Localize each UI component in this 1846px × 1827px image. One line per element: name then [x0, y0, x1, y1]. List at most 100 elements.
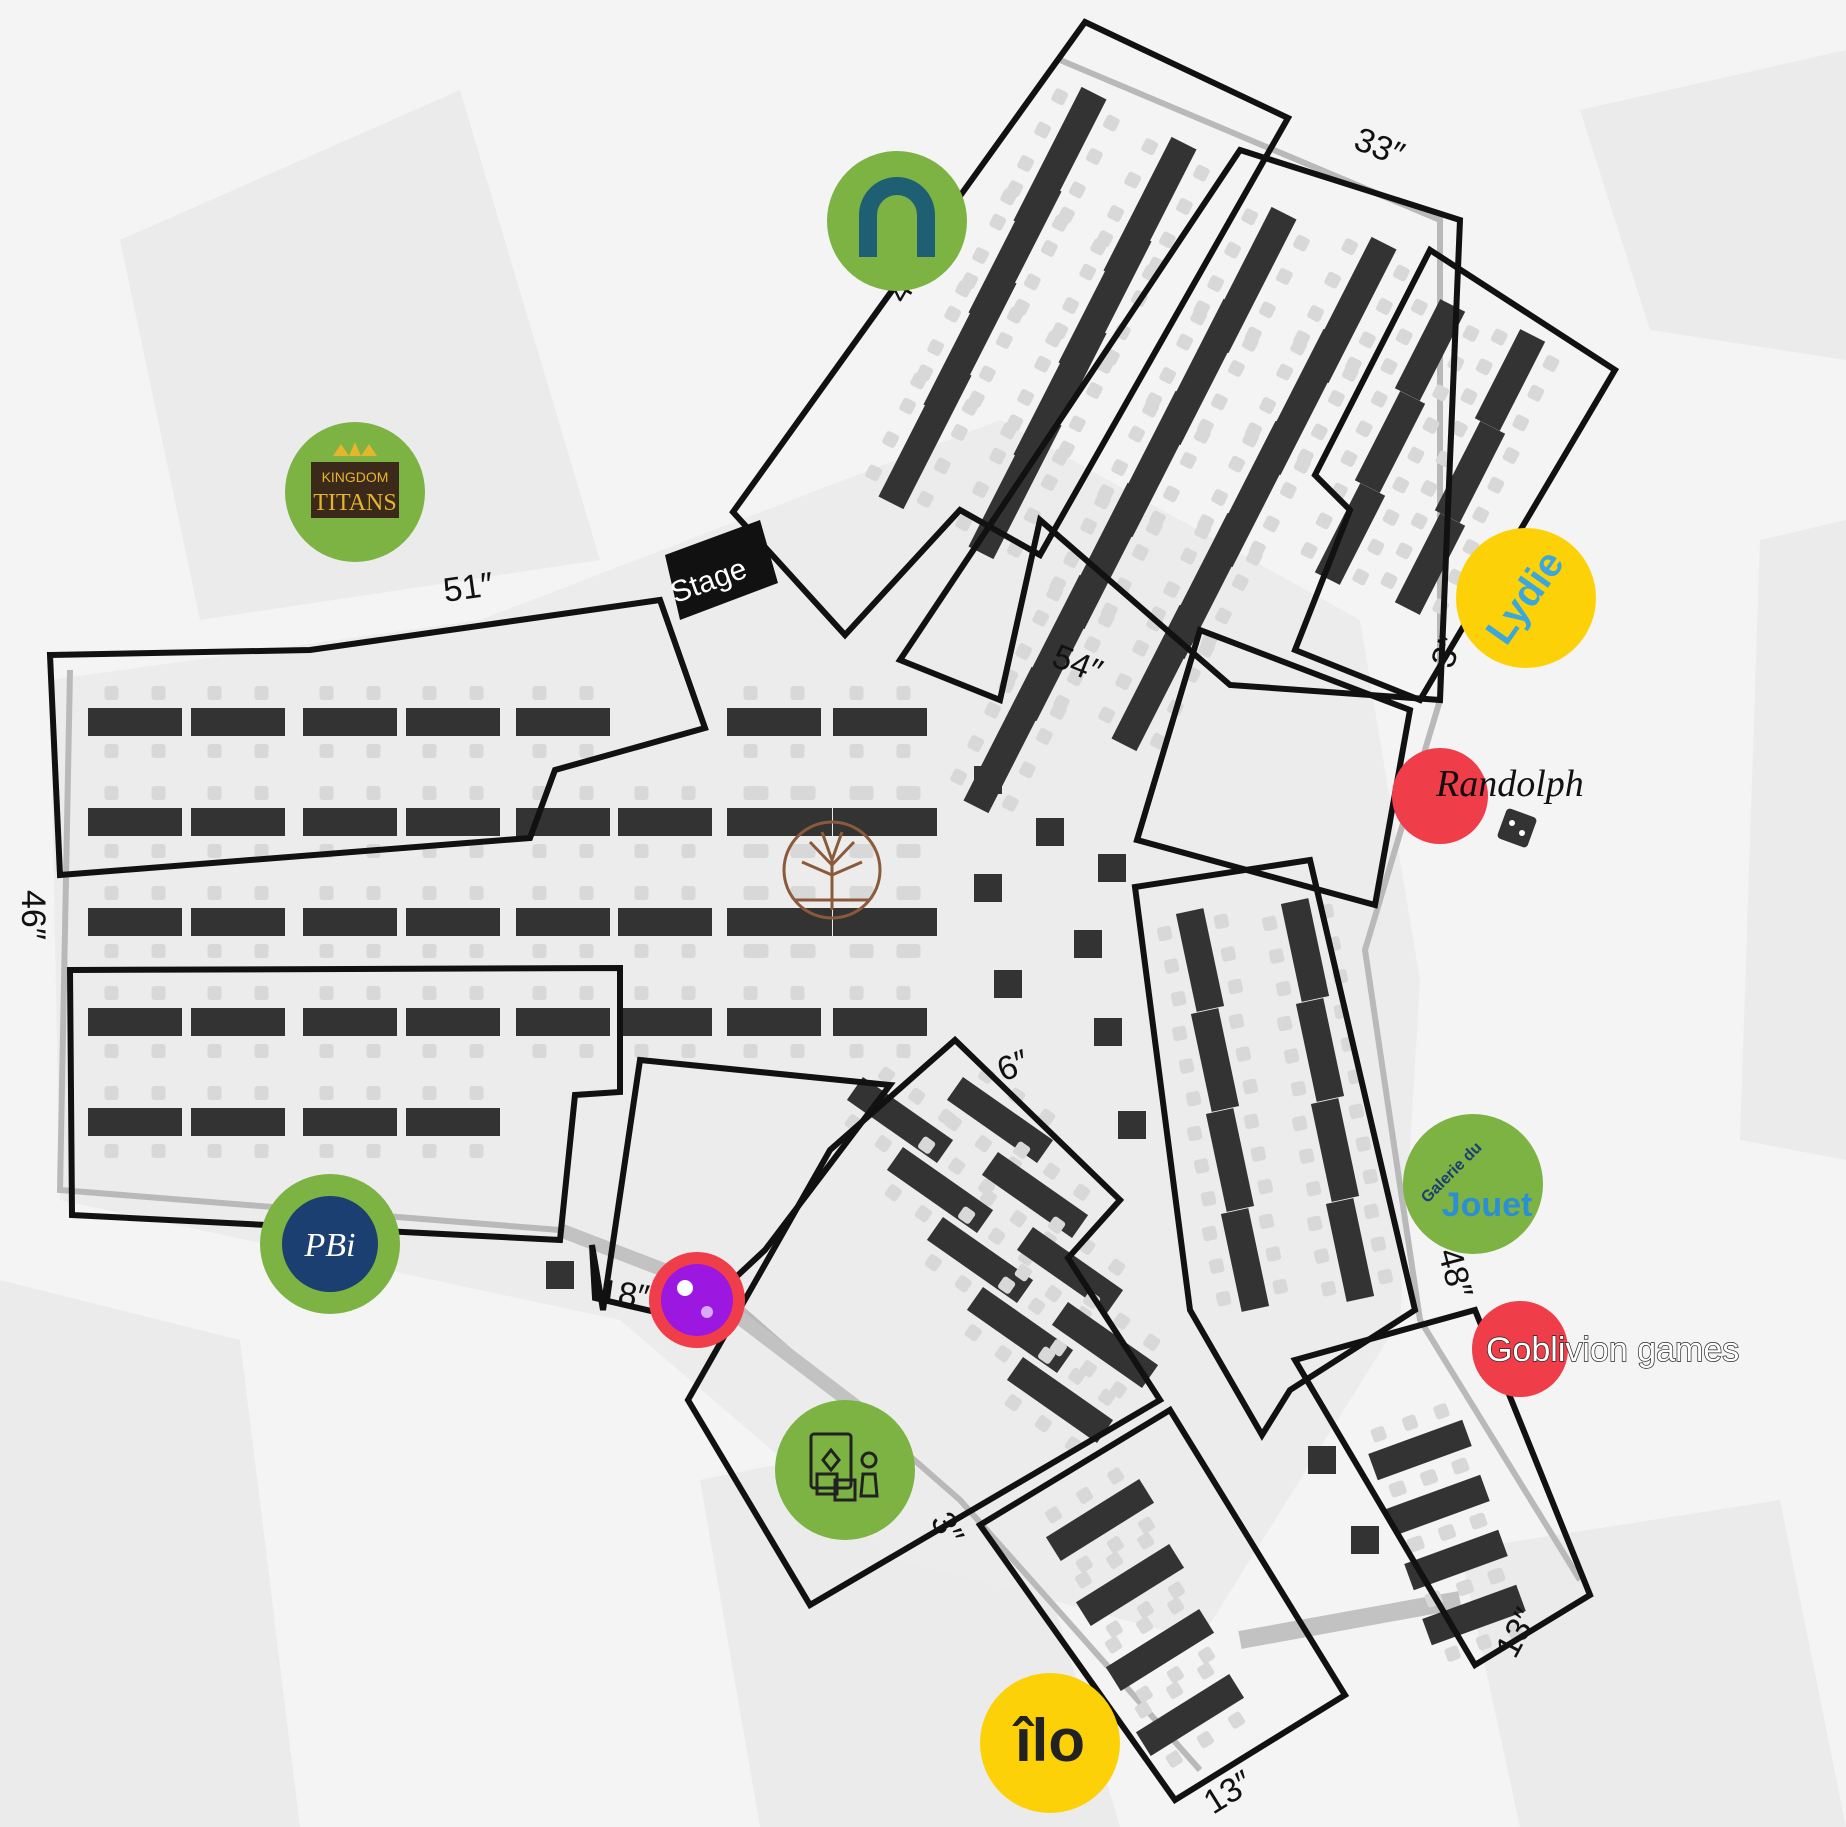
table-with-seats — [191, 1086, 285, 1158]
table-with-seats — [865, 362, 985, 510]
marker-arch[interactable] — [827, 151, 967, 291]
table-with-seats — [303, 786, 397, 858]
kiosk-square — [1036, 818, 1064, 846]
pbi-label: PBi — [304, 1227, 356, 1264]
table-with-seats — [1380, 298, 1480, 402]
kiosk-square — [1074, 930, 1102, 958]
pbi-logo: PBi — [282, 1196, 378, 1292]
ilo-logo: îlo — [1012, 1707, 1085, 1774]
table-with-seats — [191, 886, 285, 958]
marker-goblivion[interactable]: Goblivion games — [1472, 1301, 1740, 1397]
table-with-seats — [618, 886, 712, 958]
kingdom-label-top: KINGDOM — [322, 469, 389, 485]
zone-north — [729, 18, 1293, 640]
table-with-seats — [618, 786, 712, 858]
zone-east-mid — [1133, 626, 1414, 909]
kiosk-square — [1098, 854, 1126, 882]
tree-icon — [782, 820, 882, 920]
table-with-seats — [1135, 1662, 1245, 1768]
table-with-seats — [1049, 1291, 1161, 1399]
table-with-seats — [1306, 1198, 1394, 1302]
table-with-seats — [88, 986, 182, 1058]
orb-icon — [661, 1264, 733, 1336]
table-with-seats — [1004, 1346, 1116, 1454]
table-grid — [88, 86, 1560, 1768]
table-with-seats — [1420, 420, 1520, 524]
table-with-seats — [406, 686, 500, 758]
kiosk-square — [994, 970, 1022, 998]
table-with-seats — [1105, 1597, 1215, 1703]
zone-south-center — [684, 1035, 1165, 1610]
table-with-seats — [191, 986, 285, 1058]
kingdom-label-bottom: TITANS — [313, 490, 396, 516]
kiosk-square — [546, 1261, 574, 1289]
table-with-seats — [727, 686, 821, 758]
table-with-seats — [833, 686, 927, 758]
table-with-seats — [1460, 328, 1560, 432]
table-with-seats — [833, 986, 927, 1058]
marker-purple-orb[interactable] — [649, 1252, 745, 1348]
arch-icon — [859, 177, 935, 257]
table-with-seats — [191, 786, 285, 858]
zone-south-west — [589, 1056, 896, 1324]
ilo-label: îlo — [1012, 1707, 1085, 1774]
table-with-seats — [618, 986, 712, 1058]
randolph-label: Randolph — [1435, 763, 1584, 805]
marker-randolph[interactable]: Randolph — [1392, 748, 1584, 849]
marker-kingdom-titans[interactable]: KINGDOM TITANS — [285, 422, 425, 562]
card-dice-pawn-icon — [809, 1432, 879, 1502]
dice-icon — [1497, 808, 1537, 848]
table-with-seats — [406, 1086, 500, 1158]
table-with-seats — [406, 886, 500, 958]
table-with-seats — [1156, 908, 1244, 1012]
table-with-seats — [1075, 1532, 1185, 1638]
measure-18: 18″ — [597, 1272, 652, 1317]
marker-ilo[interactable]: îlo — [980, 1673, 1120, 1813]
table-with-seats — [1045, 1467, 1155, 1573]
table-with-seats — [303, 886, 397, 958]
table-with-seats — [1186, 1108, 1274, 1212]
table-with-seats — [406, 986, 500, 1058]
zone-east — [1131, 856, 1419, 1441]
zone-southeast — [1290, 1306, 1594, 1670]
table-with-seats — [738, 886, 832, 958]
table-with-seats — [303, 986, 397, 1058]
table-with-seats — [88, 886, 182, 958]
marker-galerie-du-jouet[interactable]: Galerie du Jouet — [1403, 1114, 1543, 1254]
kiosk-square — [974, 874, 1002, 902]
table-with-seats — [406, 786, 500, 858]
marker-board-games[interactable] — [775, 1400, 915, 1540]
table-with-seats — [1291, 1098, 1379, 1202]
table-with-seats — [191, 686, 285, 758]
measure-51: 51″ — [441, 565, 496, 610]
table-with-seats — [727, 986, 821, 1058]
marker-pbi[interactable]: PBi — [260, 1174, 400, 1314]
table-with-seats — [88, 1086, 182, 1158]
marker-lydie[interactable]: Lydie — [1456, 528, 1596, 668]
table-with-seats — [303, 1086, 397, 1158]
table-with-seats — [516, 686, 610, 758]
table-with-seats — [88, 786, 182, 858]
kiosk-square — [974, 766, 1002, 794]
zone-north-center — [895, 146, 1464, 705]
table-with-seats — [1340, 390, 1440, 494]
kiosk-square — [1308, 1446, 1336, 1474]
zone-west-top — [46, 596, 709, 879]
table-with-seats — [843, 886, 937, 958]
table-with-seats — [979, 1141, 1091, 1249]
stage[interactable]: Stage — [665, 520, 778, 620]
vendor-markers: KINGDOM TITANS Lydie Randolph Galerie du… — [260, 151, 1740, 1813]
table-with-seats — [88, 686, 182, 758]
table-with-seats — [738, 786, 832, 858]
table-with-seats — [303, 686, 397, 758]
zone-northeast — [1291, 245, 1620, 704]
galerie-label-bottom: Jouet — [1442, 1186, 1533, 1224]
table-with-seats — [516, 886, 610, 958]
kiosk-square — [1118, 1111, 1146, 1139]
crown-icon — [311, 442, 399, 518]
kiosk-square — [1351, 1526, 1379, 1554]
zone-west-bottom — [66, 964, 623, 1244]
zone-outlines — [46, 18, 1620, 1805]
table-with-seats — [1171, 1008, 1259, 1112]
